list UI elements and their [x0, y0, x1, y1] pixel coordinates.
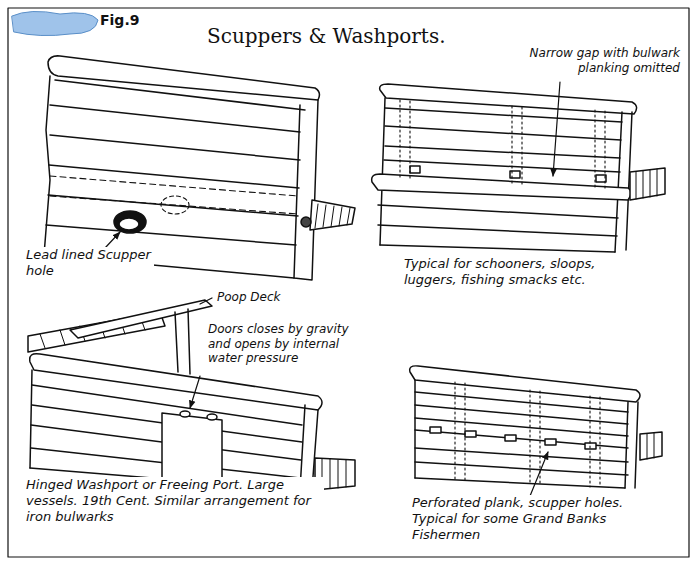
- figure-title: Scuppers & Washports.: [205, 24, 475, 48]
- part-label: Lead lined Scupper hole: [24, 247, 154, 279]
- note: Hinged Washport or Freeing Port. Large v…: [24, 477, 324, 525]
- note: Typical for schooners, sloops, luggers, …: [402, 256, 637, 288]
- part-label: Narrow gap with bulwark planking omitted: [492, 46, 682, 75]
- note: Doors closes by gravity and opens by int…: [206, 322, 371, 366]
- figure-number: Fig.9: [98, 12, 158, 29]
- note: Perforated plank, scupper holes. Typical…: [410, 495, 660, 543]
- part-label: Poop Deck: [215, 290, 305, 305]
